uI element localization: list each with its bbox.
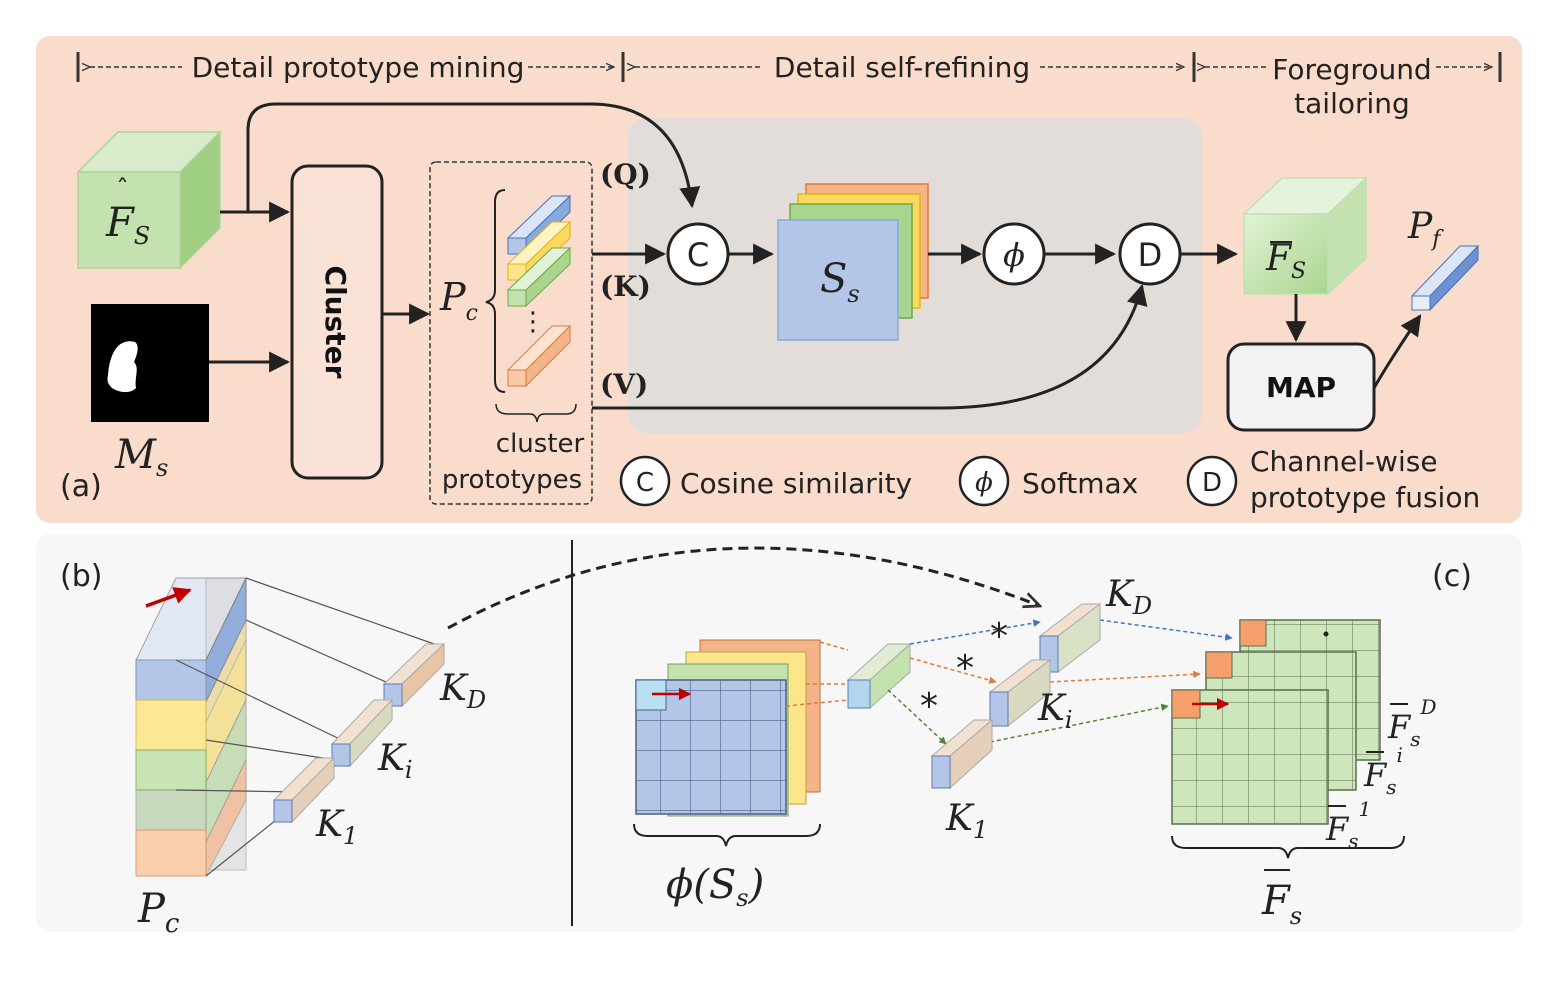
panel-b-tag: (b)	[60, 559, 102, 594]
c-kernel-1-label: K1	[945, 798, 988, 844]
similarity-stack	[777, 183, 929, 341]
output-brace	[1171, 835, 1405, 859]
cluster-label: Cluster	[319, 266, 352, 379]
phi-stack	[635, 639, 821, 817]
phi-label: ϕ(Ss)	[666, 862, 764, 912]
legend-fusion-icon	[1186, 455, 1238, 507]
hat-accent: ˆ	[116, 175, 129, 205]
pc-stack	[135, 577, 247, 877]
legend-fusion-label-2: prototype fusion	[1250, 481, 1480, 514]
value-label: (V)	[600, 368, 648, 401]
stage-headers	[76, 52, 1502, 82]
query-label: (Q)	[600, 158, 651, 191]
output-i-label: Fsi	[1363, 743, 1403, 799]
conv-star-d: *	[990, 616, 1008, 657]
key-label: (K)	[600, 270, 651, 303]
header-refining: Detail self-refining	[774, 51, 1030, 84]
projection-dashes	[785, 619, 1233, 745]
pc-label: Pc	[137, 886, 180, 939]
header-tailoring-1: Foreground	[1272, 53, 1431, 86]
output-1-label: Fs1	[1325, 797, 1371, 853]
phi-brace	[633, 823, 821, 847]
pc-projection-lines	[175, 577, 441, 877]
input-feature-cube	[76, 130, 222, 270]
conv-star-1: *	[920, 686, 938, 727]
panel-c-tag: (c)	[1432, 559, 1472, 594]
arrow-value-to-fusion	[592, 283, 1148, 410]
prototypes-caption-1: cluster	[496, 429, 585, 459]
header-tailoring-2: tailoring	[1294, 87, 1410, 120]
c-kernel-d	[1038, 602, 1102, 674]
fusion-node-glyph: D	[1138, 236, 1163, 274]
map-label: MAP	[1266, 371, 1336, 404]
c-kernel-1	[930, 718, 994, 790]
legend-softmax-icon-glyph: ϕ	[975, 468, 993, 498]
output-d-label: FsD	[1387, 695, 1437, 751]
arrow-map-to-prototype	[1372, 314, 1422, 389]
legend-softmax-icon	[958, 455, 1010, 507]
kernel-bar-1	[272, 756, 336, 824]
mask-blob	[107, 341, 138, 393]
legend-fusion-icon-glyph: D	[1202, 468, 1222, 498]
kernel-i-label: Ki	[377, 738, 413, 784]
final-prototype-bar	[1410, 244, 1480, 312]
support-mask	[91, 304, 209, 422]
header-mining: Detail prototype mining	[192, 51, 525, 84]
pixel-vector	[846, 642, 912, 710]
input-feature-label: FS	[105, 200, 150, 250]
arrow-query-path	[246, 102, 701, 212]
kernel-bar-i	[330, 698, 394, 768]
output-stack-label: Fs	[1261, 878, 1302, 930]
legend-cosine-label: Cosine similarity	[680, 467, 912, 500]
prototypes-dots: ⋮	[520, 307, 546, 337]
transfer-arrow	[447, 546, 1040, 630]
legend-fusion-label-1: Channel-wise	[1250, 445, 1438, 478]
legend-cosine-icon-glyph: C	[636, 468, 654, 498]
c-kernel-i	[988, 658, 1052, 728]
panel-a-tag: (a)	[60, 469, 102, 504]
prototypes-caption-2: prototypes	[442, 465, 582, 495]
cluster-block	[290, 164, 384, 480]
similarity-label: Ss	[820, 256, 860, 308]
softmax-node-glyph: ϕ	[1003, 236, 1025, 274]
kernel-1-label: K1	[315, 804, 358, 850]
conv-star-i: *	[956, 648, 974, 689]
cosine-node-glyph: C	[687, 236, 709, 274]
c-kernel-d-label: KD	[1105, 574, 1152, 620]
prototypes-box	[429, 161, 593, 505]
caption-brace	[495, 403, 577, 423]
prototypes-brace	[485, 189, 506, 393]
prototype-bars	[506, 194, 572, 388]
prototypes-symbol: Pc	[439, 275, 478, 326]
legend-cosine-icon	[619, 455, 671, 507]
refined-feature-cube	[1242, 176, 1368, 296]
c-kernel-i-label: Ki	[1037, 688, 1073, 734]
refined-feature-label: FS	[1265, 238, 1306, 284]
kernel-d-label: KD	[439, 668, 486, 714]
legend-softmax-label: Softmax	[1022, 467, 1138, 500]
mask-label: Ms	[114, 432, 168, 482]
output-grid-1	[1171, 689, 1329, 825]
